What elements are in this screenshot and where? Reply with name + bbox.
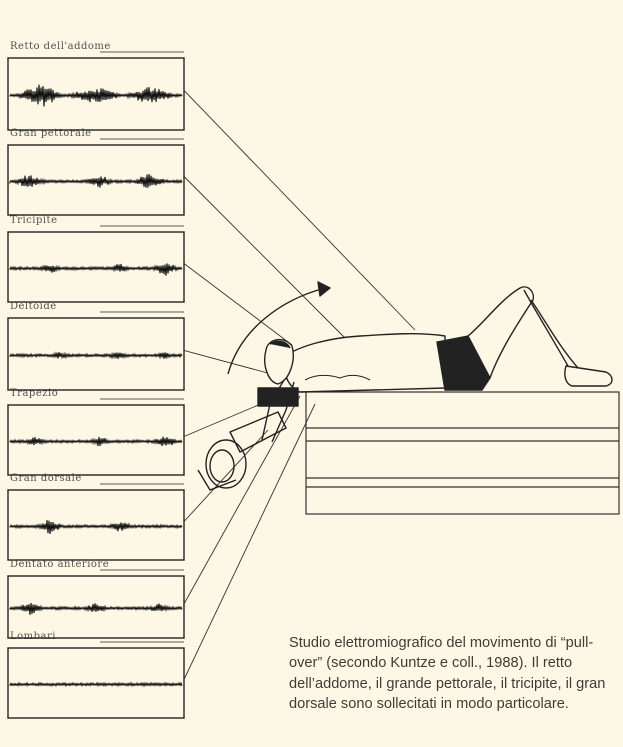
leader-line [184, 90, 415, 330]
emg-panel-label: Gran dorsale [10, 473, 82, 484]
emg-traces [10, 85, 182, 686]
emg-trace [10, 263, 182, 275]
emg-panel-label: Gran pettorale [10, 128, 92, 139]
emg-panels [8, 52, 184, 718]
emg-trace [10, 603, 182, 615]
emg-trace [10, 683, 182, 686]
emg-trace [10, 174, 182, 188]
emg-trace [10, 352, 182, 359]
emg-trace [10, 437, 182, 446]
leader-lines [184, 90, 415, 679]
leader-line [184, 264, 292, 346]
leader-line [184, 177, 345, 339]
emg-panel-frame [8, 648, 184, 718]
emg-panel-label: Deltoide [10, 301, 57, 312]
emg-panel-label: Trapezio [10, 388, 58, 399]
emg-panel-label: Dentato anteriore [10, 559, 109, 570]
emg-panel-label: Lombari [10, 631, 56, 642]
figure-caption: Studio elettromiografico del movimento d… [289, 633, 623, 715]
emg-panel-frame [8, 318, 184, 390]
emg-panel-frame [8, 490, 184, 560]
bench [282, 392, 619, 514]
emg-trace [10, 85, 182, 107]
athlete-figure [198, 282, 612, 490]
emg-trace [10, 520, 182, 534]
emg-panel-label: Retto dell'addome [10, 41, 111, 52]
emg-panel-label: Tricipite [10, 215, 57, 226]
